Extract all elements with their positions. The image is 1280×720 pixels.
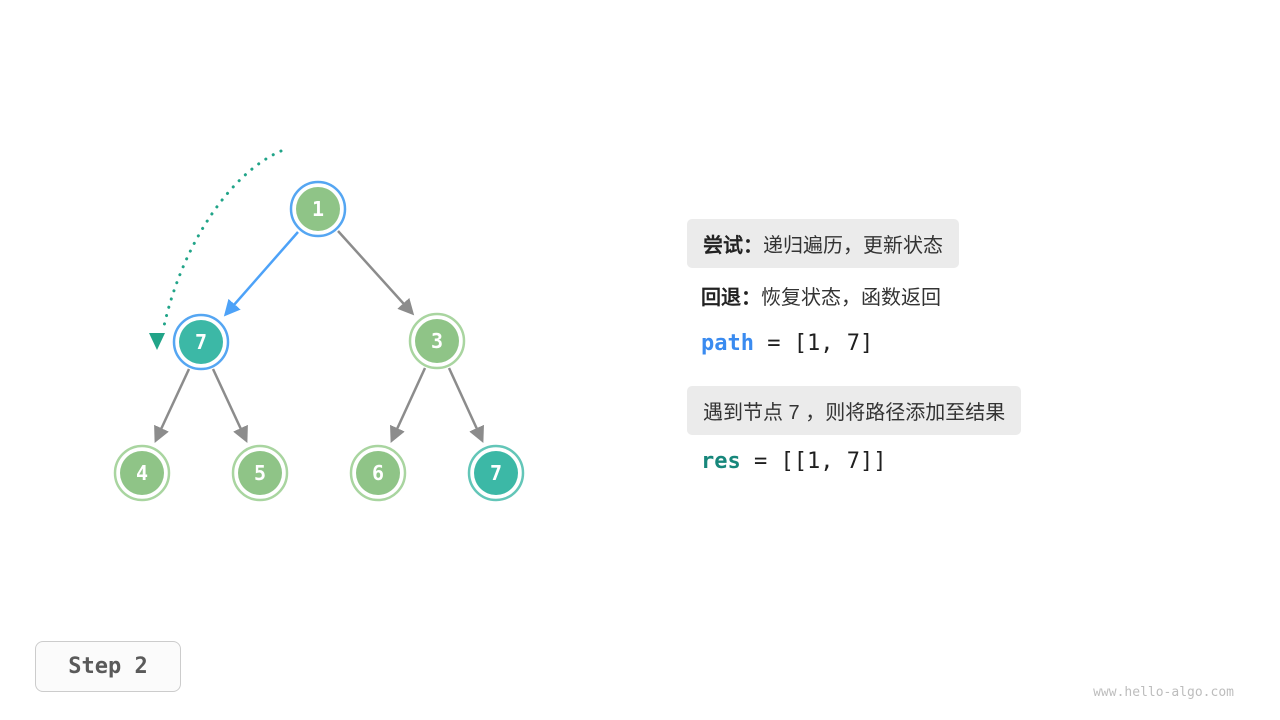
step-badge-label: Step 2: [68, 654, 148, 679]
try-label: 尝试：: [703, 235, 763, 257]
node-4-value: 4: [136, 461, 148, 485]
node-7-left-value: 7: [195, 330, 207, 354]
try-note-box: 尝试：递归遍历，更新状态: [687, 219, 959, 268]
res-variable-name: res: [701, 449, 741, 474]
backtrack-text: 恢复状态，函数返回: [761, 287, 941, 309]
path-variable-name: path: [701, 331, 754, 356]
node-1-value: 1: [312, 197, 324, 221]
edge-7-5: [211, 368, 248, 443]
node-5-value: 5: [254, 461, 266, 485]
res-variable-line: res = [[1, 7]]: [701, 449, 886, 474]
tree-node-3: 3: [408, 312, 466, 370]
node-7-right-value: 7: [490, 461, 502, 485]
node-3-value: 3: [431, 329, 443, 353]
result-note-text: 遇到节点 7 ，则将路径添加至结果: [703, 402, 1006, 424]
backtrack-label: 回退：: [701, 287, 761, 309]
tree-node-7-left: 7: [172, 313, 230, 371]
edge-3-7: [447, 367, 484, 443]
node-6-value: 6: [372, 461, 384, 485]
tree-node-6: 6: [349, 444, 407, 502]
path-variable-value: = [1, 7]: [753, 331, 874, 356]
tree-node-7-right: 7: [467, 444, 525, 502]
edge-1-3: [337, 230, 415, 316]
watermark-url: www.hello-algo.com: [1093, 685, 1234, 700]
edge-7-4: [154, 368, 191, 443]
traversal-trace-arrowhead-icon: [149, 333, 165, 350]
tree-node-4: 4: [113, 444, 171, 502]
step-badge: Step 2: [35, 641, 181, 692]
backtrack-line: 回退：恢复状态，函数返回: [701, 281, 941, 310]
edge-1-7-active: [223, 231, 299, 317]
tree-node-1: 1: [289, 180, 347, 238]
edge-3-6: [390, 367, 427, 443]
tree-node-5: 5: [231, 444, 289, 502]
result-note-box: 遇到节点 7 ，则将路径添加至结果: [687, 386, 1022, 435]
traversal-trace-dotted: [162, 149, 283, 328]
path-variable-line: path = [1, 7]: [701, 331, 873, 356]
try-text: 递归遍历，更新状态: [763, 235, 943, 257]
res-variable-value: = [[1, 7]]: [740, 449, 887, 474]
